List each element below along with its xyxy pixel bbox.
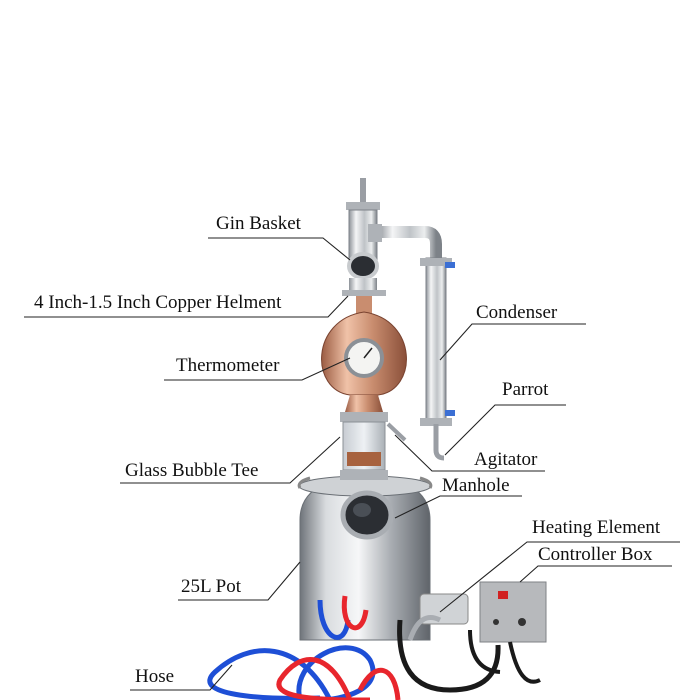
label-condenser: Condenser <box>476 302 558 323</box>
leader-heating-element <box>439 541 680 613</box>
leader-pot <box>178 561 301 601</box>
leader-agitator <box>394 434 545 472</box>
leader-thermometer <box>164 357 351 381</box>
thermometer-dial <box>344 338 384 378</box>
controller-box <box>479 581 547 643</box>
leader-lines <box>24 237 680 691</box>
leader-copper-helmet <box>24 295 349 318</box>
label-agitator: Agitator <box>474 449 538 470</box>
label-hose: Hose <box>135 666 175 687</box>
condenser-assembly <box>368 224 455 461</box>
label-manhole: Manhole <box>442 475 510 496</box>
leader-manhole <box>394 495 522 519</box>
leader-condenser <box>439 323 586 361</box>
label-glass-bubble-tee: Glass Bubble Tee <box>125 460 259 481</box>
label-thermometer: Thermometer <box>176 355 280 376</box>
label-parrot: Parrot <box>502 379 549 400</box>
label-pot: 25L Pot <box>181 576 241 597</box>
glass-bubble-tee <box>340 412 407 480</box>
leader-glass-bubble-tee <box>120 436 341 484</box>
label-controller-box: Controller Box <box>538 544 653 565</box>
manhole-porthole <box>340 490 394 540</box>
leader-parrot <box>444 404 566 456</box>
label-gin-basket: Gin Basket <box>216 213 301 234</box>
leader-controller-box <box>519 565 672 583</box>
leader-hose <box>130 664 233 691</box>
hose-coils <box>207 595 401 700</box>
leader-gin-basket <box>208 237 351 261</box>
label-copper-helmet: 4 Inch-1.5 Inch Copper Helment <box>34 292 282 313</box>
label-heating-element: Heating Element <box>532 517 661 538</box>
